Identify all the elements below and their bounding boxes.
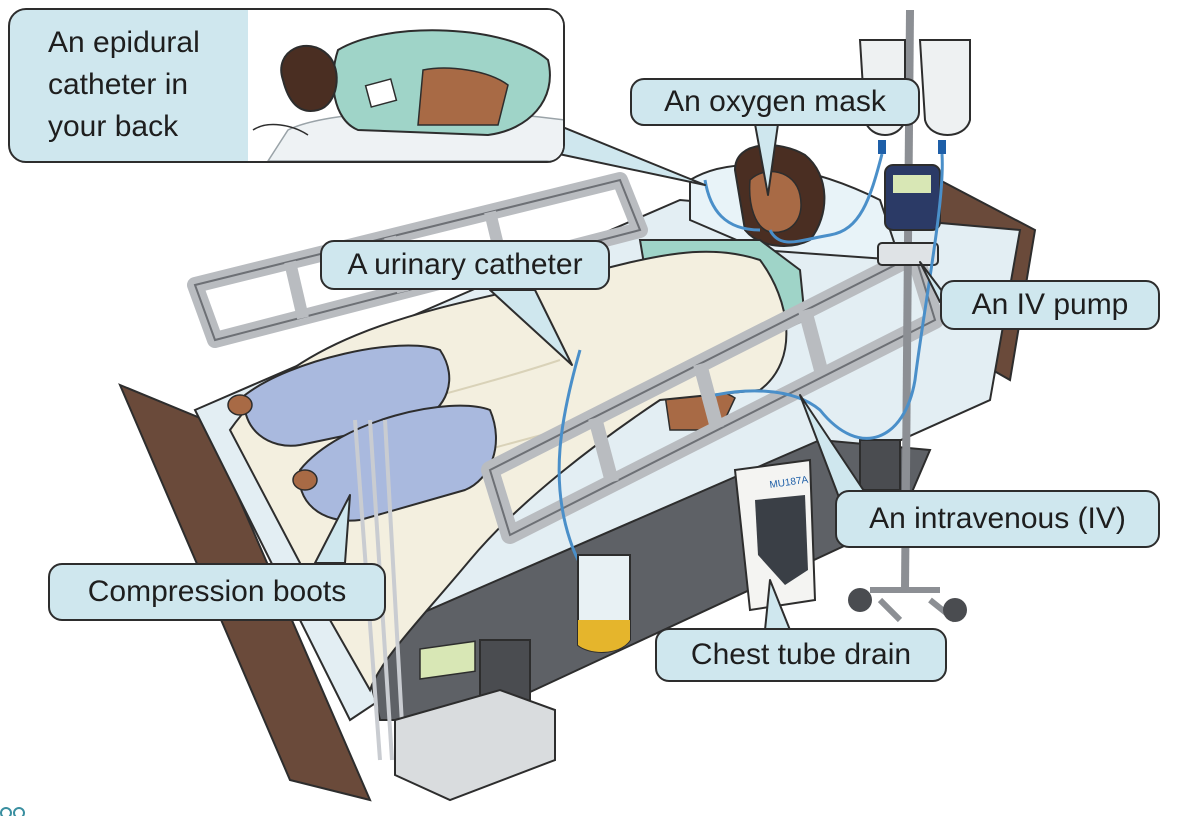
iv-pump-device (878, 165, 940, 265)
intravenous-callout: An intravenous (IV) (835, 490, 1160, 548)
urinary-catheter-callout: A urinary catheter (320, 240, 610, 290)
chest-drain-device: MU187A (735, 460, 815, 610)
urine-bag (578, 555, 630, 652)
epidural-inset-illustration (248, 10, 565, 161)
iv-pump-callout: An IV pump (940, 280, 1160, 330)
epidural-callout: An epidural catheter in your back (8, 8, 565, 163)
oxygen-mask-callout: An oxygen mask (630, 78, 920, 126)
corner-mark (0, 803, 26, 816)
chest-tube-drain-callout: Chest tube drain (655, 628, 947, 682)
compression-boots-callout: Compression boots (48, 563, 386, 621)
epidural-callout-label: An epidural catheter in your back (48, 22, 248, 148)
